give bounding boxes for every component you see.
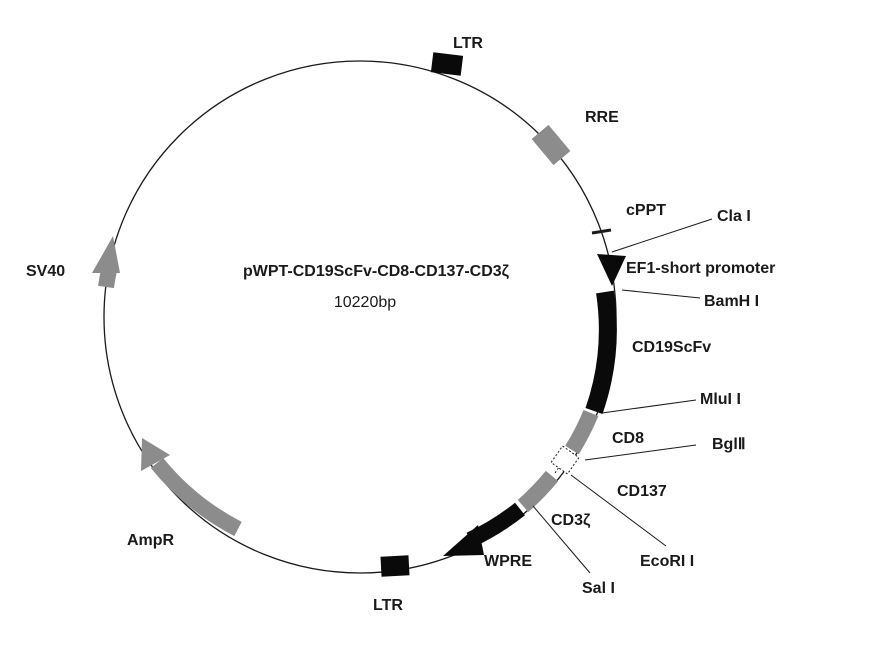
cd8-segment — [565, 409, 599, 455]
cd3z-segment — [517, 470, 559, 513]
ltr-bottom-marker — [380, 555, 410, 577]
cd137-box — [550, 445, 580, 475]
plasmid-size: 10220bp — [334, 294, 396, 311]
cd8-label: CD8 — [612, 430, 644, 447]
sv40-arrowhead — [92, 236, 120, 273]
cppt-marker — [591, 228, 612, 235]
mlu1-leader — [601, 399, 697, 414]
bgl2-label: BglⅡ — [712, 436, 746, 453]
ampr-label: AmpR — [127, 532, 175, 549]
sal1-label: Sal I — [582, 580, 615, 597]
cd3z-label: CD3ζ — [551, 512, 591, 529]
cd137-label: CD137 — [617, 483, 667, 500]
ampr-arrowhead — [141, 438, 170, 471]
bamh1-leader — [621, 289, 701, 299]
ecor1-label: EcoRI I — [640, 553, 694, 570]
cppt-label: cPPT — [626, 202, 666, 219]
wpre-label: WPRE — [484, 553, 532, 570]
sal1-leader — [532, 505, 591, 574]
mlu1-label: MluI I — [700, 391, 741, 408]
cd19scfv-label: CD19ScFv — [632, 339, 711, 356]
cla1-label: Cla I — [717, 208, 751, 225]
ltr-bottom-label: LTR — [373, 597, 403, 614]
ef1-promoter-arrow — [597, 254, 626, 286]
plasmid-name: pWPT-CD19ScFv-CD8-CD137-CD3ζ — [243, 263, 510, 280]
bgl2-leader — [584, 444, 697, 461]
rre-marker — [531, 124, 571, 166]
ltr-top-marker — [430, 52, 464, 76]
cd19scfv-segment — [585, 290, 617, 414]
ecor1-leader — [570, 474, 667, 547]
cla1-leader — [611, 218, 713, 253]
ef1-label: EF1-short promoter — [626, 260, 775, 277]
sv40-label: SV40 — [26, 263, 65, 280]
bamh1-label: BamH I — [704, 293, 759, 310]
ltr-top-label: LTR — [453, 35, 483, 52]
wpre-arrowhead — [443, 525, 484, 556]
rre-label: RRE — [585, 109, 619, 126]
ampr-segment — [150, 457, 242, 537]
